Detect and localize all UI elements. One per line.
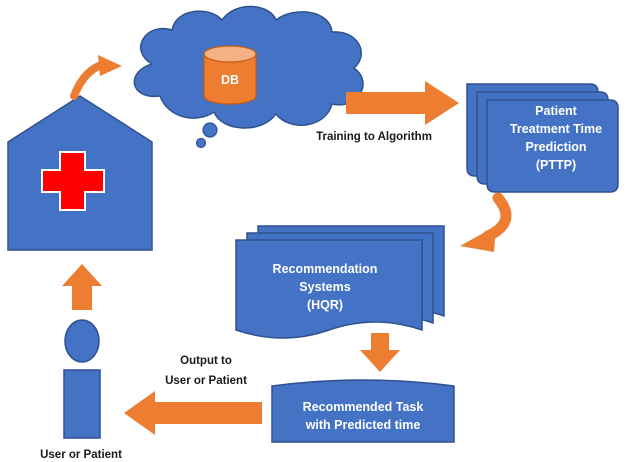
pttp-line-3: Prediction <box>525 140 586 154</box>
pttp-box <box>466 83 619 193</box>
arrow-to-hospital <box>62 264 102 310</box>
output-line-2: User or Patient <box>165 375 247 387</box>
hospital-icon <box>7 95 153 251</box>
red-cross-icon <box>41 151 105 211</box>
arrow-to-pttp <box>346 81 459 125</box>
pttp-line-1: Patient <box>535 104 578 118</box>
pttp-line-2: Treatment Time <box>510 122 602 136</box>
task-line-1: Recommended Task <box>303 400 424 414</box>
hqr-line-1: Recommendation <box>273 262 378 276</box>
curved-arrow-to-cloud <box>70 55 122 100</box>
db-label: DB <box>221 73 239 87</box>
training-label: Training to Algorithm <box>316 131 432 143</box>
task-line-2: with Predicted time <box>305 418 421 432</box>
output-line-1: Output to <box>180 355 232 367</box>
database-icon <box>203 45 257 105</box>
hqr-line-3: (HQR) <box>307 298 343 312</box>
pttp-line-4: (PTTP) <box>536 158 576 172</box>
user-label: User or Patient <box>40 449 122 461</box>
arrow-to-user <box>124 391 262 435</box>
hqr-line-2: Systems <box>299 280 350 294</box>
curved-arrow-to-hqr <box>460 192 512 252</box>
task-box <box>271 379 455 443</box>
user-figure-icon <box>63 319 101 439</box>
arrow-to-task <box>360 333 400 372</box>
hqr-documents <box>235 225 445 339</box>
